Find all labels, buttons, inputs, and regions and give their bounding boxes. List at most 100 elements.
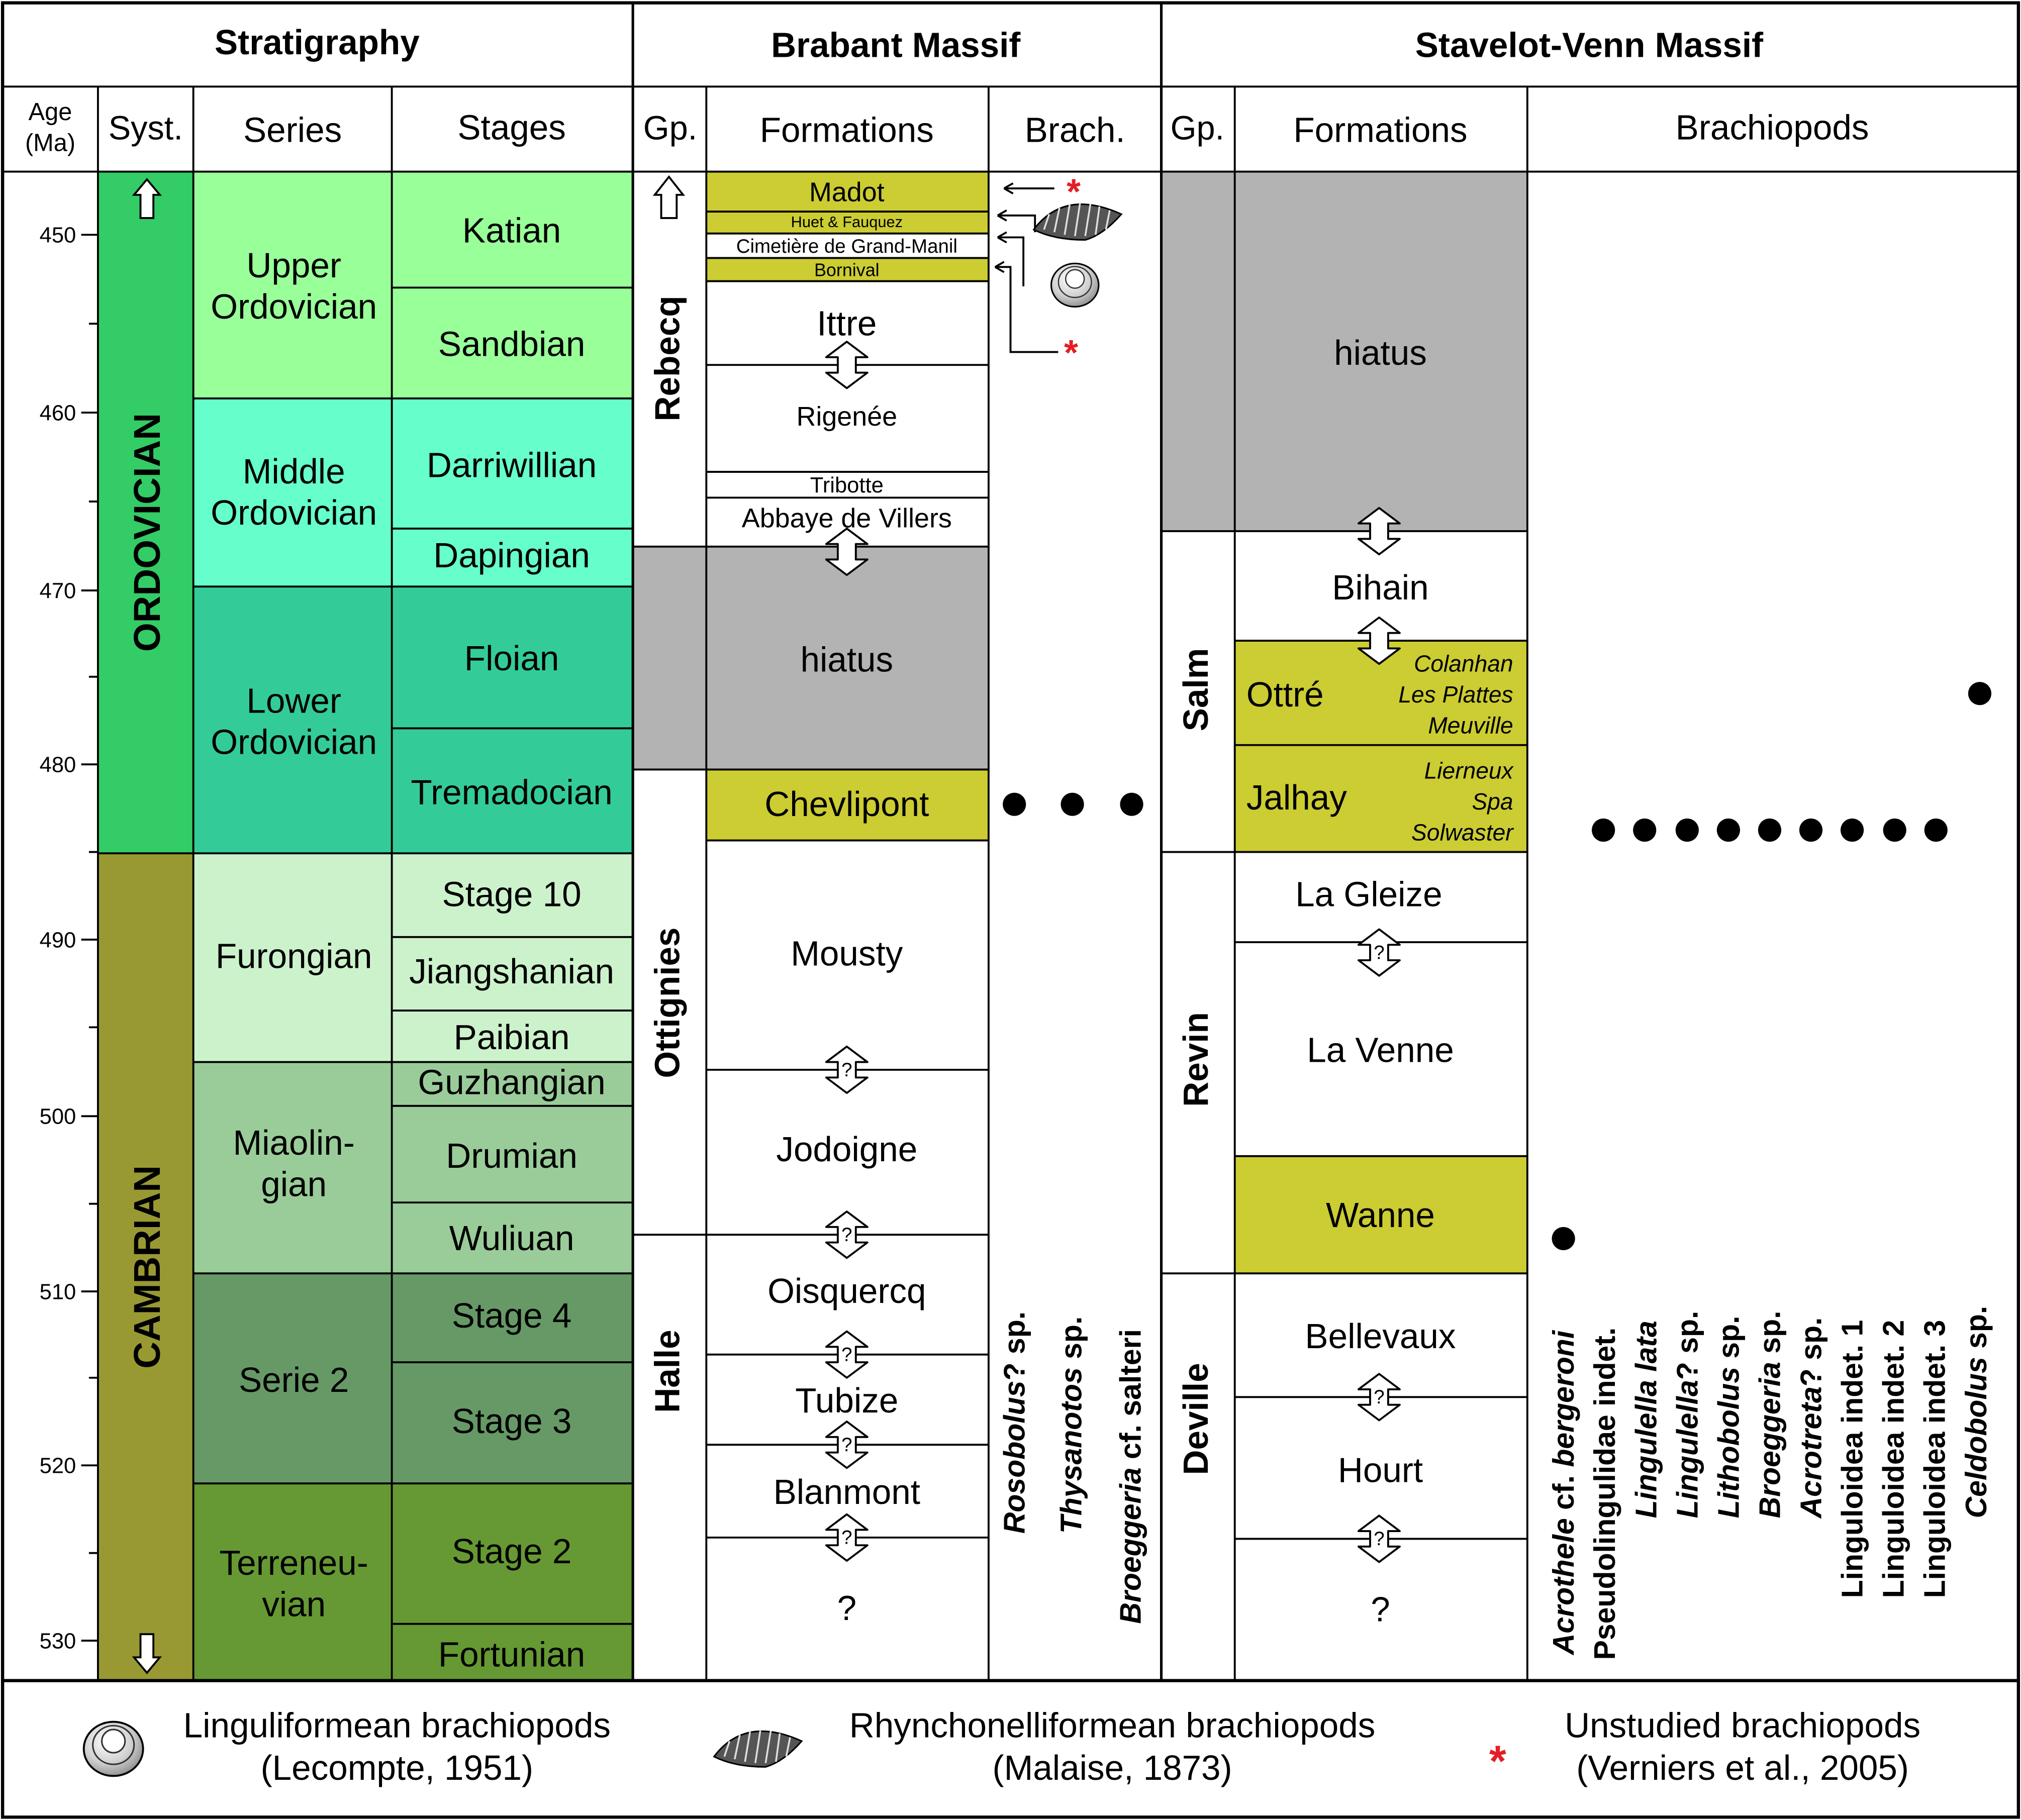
linguliform-brachiopod-icon [82, 1721, 144, 1777]
taxon-label: Pseudolingulidae indet. [1589, 1328, 1621, 1660]
stage-label: Jiangshanian [409, 952, 614, 991]
formation-huet: Huet & Fauquez [791, 213, 903, 231]
formation-unknown: ? [1371, 1590, 1390, 1629]
stage-label: Paibian [454, 1018, 570, 1057]
age-tick: 500 [40, 1105, 76, 1129]
header-stavelot: Stavelot-Venn Massif [1415, 25, 1764, 64]
stage-label: Stage 3 [452, 1401, 572, 1441]
stavelot-members: Colanhan Les Plattes Meuville Lierneux S… [1398, 651, 1514, 846]
occurrence-dot [1552, 1227, 1575, 1251]
taxon-label: Celdobolus sp. [1960, 1306, 1993, 1519]
occurrence-dot [1675, 818, 1699, 842]
taxon-label: Broeggeria cf. salteri [1115, 1329, 1147, 1624]
question-mark: ? [841, 1527, 852, 1549]
question-mark: ? [1374, 942, 1384, 963]
formation-tubize: Tubize [795, 1381, 898, 1420]
stavelot-groups: Salm Revin Deville [1176, 648, 1215, 1475]
age-tick: 490 [40, 928, 76, 952]
formation-rigenee: Rigenée [797, 401, 898, 432]
question-mark: ? [1374, 1528, 1384, 1550]
group-halle: Halle [647, 1330, 687, 1412]
age-axis-labels: 450 460 470 480 490 500 510 520 530 [40, 224, 76, 1654]
stage-label: Sandbian [438, 324, 586, 363]
formation-madot: Madot [809, 177, 885, 208]
brabant-fills [633, 171, 989, 841]
age-tick: 450 [40, 224, 76, 248]
question-mark: ? [841, 1344, 852, 1366]
formation-lavenne: La Venne [1307, 1031, 1454, 1070]
formation-ittre: Ittre [817, 304, 877, 343]
group-revin: Revin [1176, 1012, 1215, 1107]
header-stages: Stages [457, 108, 565, 147]
formation-jodoigne: Jodoigne [776, 1130, 917, 1169]
formation-bellevaux: Bellevaux [1305, 1317, 1456, 1356]
arrow-down-icon [132, 1633, 162, 1675]
question-mark: ? [841, 1059, 852, 1081]
taxon-label: Thysanotos sp. [1055, 1317, 1088, 1534]
age-tick: 480 [40, 753, 76, 777]
series-fills [193, 171, 392, 1681]
systems: ORDOVICIAN CAMBRIAN [126, 177, 168, 1675]
stage-label: Katian [462, 211, 561, 250]
formation-bihain: Bihain [1332, 568, 1428, 607]
occurrence-dot [1840, 818, 1864, 842]
formation-ottre: Ottré [1246, 675, 1324, 714]
formation-jalhay: Jalhay [1246, 778, 1347, 817]
header-formations-stavelot: Formations [1293, 111, 1467, 150]
stage-labels: Katian Sandbian Darriwillian Dapingian F… [409, 211, 614, 1674]
brabant-formations: Madot Huet & Fauquez Cimetière de Grand-… [736, 177, 957, 1628]
occurrence-dot [1758, 818, 1782, 842]
stage-label: Tremadocian [411, 773, 612, 812]
taxon-label: Lingulella lata [1630, 1321, 1663, 1518]
header-group-stavelot: Gp. [1171, 110, 1224, 147]
age-tick: 530 [40, 1629, 76, 1653]
occurrence-dot [1003, 792, 1026, 816]
brabant-taxa: Rosobolus? sp. Thysanotos sp. Broeggeria… [999, 1311, 1147, 1624]
system-ordovician: ORDOVICIAN [126, 413, 168, 652]
taxon-label: Rosobolus? sp. [999, 1311, 1031, 1534]
header-formations-brabant: Formations [760, 111, 934, 150]
column-headers: Stratigraphy Brabant Massif Stavelot-Ven… [25, 23, 1869, 156]
formation-cimetiere: Cimetière de Grand-Manil [736, 236, 957, 257]
question-mark: ? [841, 1434, 852, 1456]
group-salm: Salm [1176, 648, 1215, 731]
stage-label: Fortunian [438, 1635, 585, 1674]
group-rebecq: Rebecq [647, 295, 687, 421]
stage-label: Guzhangian [418, 1063, 605, 1102]
taxon-label: Acrotreta? sp. [1795, 1318, 1828, 1520]
group-deville: Deville [1176, 1363, 1215, 1475]
legend-unstudied: Unstudied brachiopods(Verniers et al., 2… [1565, 1705, 1920, 1787]
header-group-brabant: Gp. [643, 110, 697, 147]
arrow-up-icon [652, 175, 686, 219]
member-label: Colanhan [1414, 651, 1513, 677]
formation-oisquercq: Oisquercq [767, 1271, 926, 1310]
age-tick: 510 [40, 1280, 76, 1304]
brabant-occurrence-markers: * * [994, 172, 1143, 816]
formation-blanmont: Blanmont [774, 1472, 920, 1511]
age-tick: 460 [40, 401, 76, 426]
header-brach: Brach. [1025, 111, 1125, 150]
occurrence-dot [1061, 792, 1084, 816]
linguliform-brachiopod-icon [1050, 262, 1100, 308]
header-age-unit: (Ma) [25, 130, 75, 157]
formation-tribotte: Tribotte [810, 473, 884, 497]
occurrence-dot [1883, 818, 1906, 842]
occurrence-dot [1799, 818, 1823, 842]
question-mark: ? [1374, 1386, 1384, 1408]
member-label: Meuville [1428, 713, 1513, 739]
age-tick: 470 [40, 579, 76, 603]
age-axis-ticks [81, 234, 98, 1642]
stavelot-contact-question-marks: ? ? ? [1374, 942, 1384, 1550]
series-serie2: Serie 2 [239, 1360, 349, 1399]
stage-label: Floian [464, 639, 559, 678]
formation-hiatus: hiatus [800, 640, 893, 679]
legend-rhynchonelliform: Rhynchonelliformean brachiopods(Malaise,… [849, 1705, 1376, 1787]
stage-label: Stage 4 [452, 1296, 572, 1335]
unstudied-marker-icon: * [1489, 1737, 1506, 1785]
header-system: Syst. [109, 110, 183, 147]
stavelot-taxa: Acrothele cf. bergeroni Pseudolingulidae… [1548, 1306, 1993, 1660]
header-series: Series [243, 111, 342, 150]
